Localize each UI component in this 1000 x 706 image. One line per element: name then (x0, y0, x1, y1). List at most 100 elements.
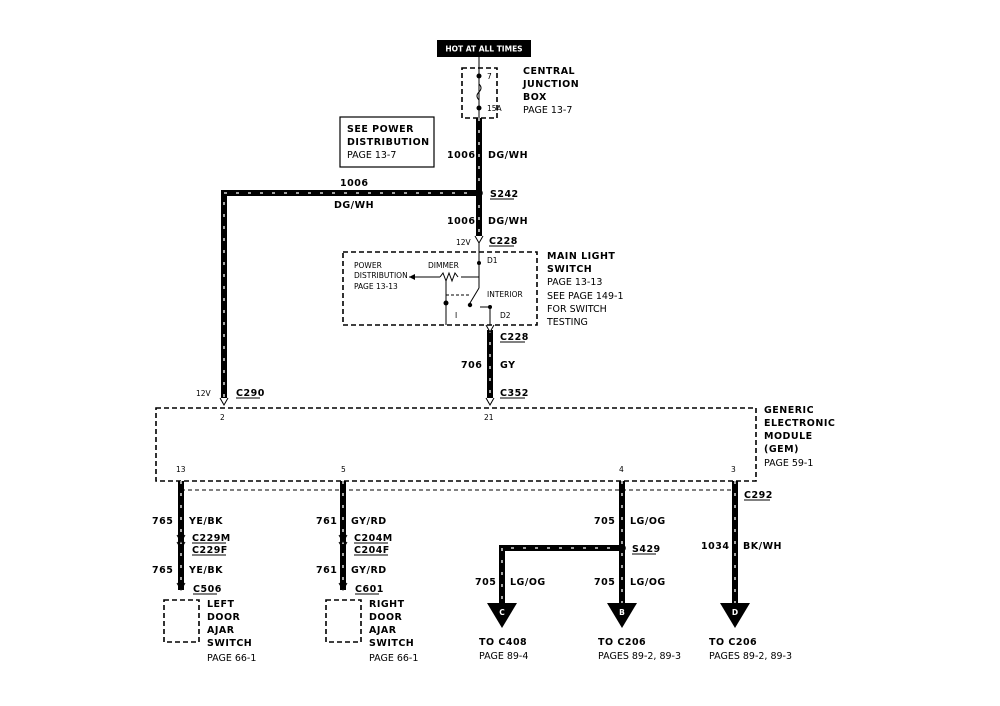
connector-c229m: C229M (192, 533, 231, 544)
left-door-title-3: AJAR (207, 625, 235, 636)
gem-title-3: MODULE (764, 431, 813, 442)
destination-c-to: TO C408 (479, 637, 527, 648)
wire-761a-number: 761 (316, 516, 337, 527)
gem-title-2: ELECTRONIC (764, 418, 835, 429)
cjb-title-3: BOX (523, 92, 547, 103)
cjb-page: PAGE 13-7 (523, 105, 572, 116)
connector-c228-bottom: C228 (500, 332, 529, 343)
destination-d-page: PAGES 89-2, 89-3 (709, 651, 792, 662)
wire-706-color: GY (500, 360, 515, 371)
mls-title-1: MAIN LIGHT (547, 251, 615, 262)
destination-d-to: TO C206 (709, 637, 757, 648)
mls-i: I (455, 311, 457, 320)
left-door-title-2: DOOR (207, 612, 241, 623)
wire-705b-number: 705 (594, 577, 615, 588)
wire-1006-left (221, 190, 479, 398)
destination-b-to: TO C206 (598, 637, 646, 648)
destination-c-letter: C (499, 608, 505, 617)
connector-c352: C352 (500, 388, 529, 399)
mls-dimmer: DIMMER (428, 261, 459, 270)
cjb-title-1: CENTRAL (523, 66, 575, 77)
gem-pin-2: 2 (220, 413, 225, 422)
wire-1006-left-color: DG/WH (334, 200, 374, 211)
wire-765a-number: 765 (152, 516, 173, 527)
pd-box-line-2: DISTRIBUTION (347, 137, 430, 148)
wire-1006-lower-color: DG/WH (488, 216, 528, 227)
mls-d2: D2 (500, 311, 511, 320)
mls-see-2: FOR SWITCH (547, 304, 607, 315)
wire-1006-left-number: 1006 (340, 178, 368, 189)
gem-pin-3: 3 (731, 465, 736, 474)
mls-pd-1: POWER (354, 261, 382, 270)
splice-s429-label: S429 (632, 544, 661, 555)
wire-765b-number: 765 (152, 565, 173, 576)
connector-c204f: C204F (354, 545, 390, 556)
left-door-title-1: LEFT (207, 599, 235, 610)
left-door-ajar-switch-box (163, 599, 200, 643)
wire-705a-color: LG/OG (630, 516, 666, 527)
destination-d-letter: D (732, 608, 738, 617)
wire-705c-number: 705 (475, 577, 496, 588)
mls-see-1: SEE PAGE 149-1 (547, 291, 624, 302)
wire-706-number: 706 (461, 360, 482, 371)
wire-761a-color: GY/RD (351, 516, 387, 527)
destination-c-arrow: C (487, 603, 517, 628)
mls-title-2: SWITCH (547, 264, 592, 275)
mls-interior: INTERIOR (487, 290, 523, 299)
connector-c290: C290 (236, 388, 265, 399)
wire-1034-color: BK/WH (743, 541, 782, 552)
fuse-icon (476, 83, 482, 101)
gem-pin-5: 5 (341, 465, 346, 474)
connector-c506: C506 (193, 584, 222, 595)
wire-705c-color: LG/OG (510, 577, 546, 588)
pd-box-line-1: SEE POWER (347, 124, 414, 135)
hot-at-all-times-label: HOT AT ALL TIMES (437, 40, 531, 57)
gem-pin-21: 21 (484, 413, 494, 422)
destination-b-arrow: B (607, 603, 637, 628)
central-junction-box: 7 15A (461, 67, 503, 119)
gem-title-1: GENERIC (764, 405, 814, 416)
resistor-icon (439, 271, 459, 283)
right-door-title-3: AJAR (369, 625, 397, 636)
connector-c204m: C204M (354, 533, 393, 544)
connector-c601: C601 (355, 584, 384, 595)
splice-s242-dot (475, 189, 483, 197)
hot-label-text: HOT AT ALL TIMES (445, 45, 522, 54)
mls-d1: D1 (487, 256, 498, 265)
fuse-amperage: 15A (487, 104, 503, 113)
fuse-number: 7 (487, 72, 492, 81)
mls-pd-3: PAGE 13-13 (354, 282, 398, 291)
voltage-12v-main: 12V (456, 238, 472, 247)
wire-705b-color: LG/OG (630, 577, 666, 588)
destination-c-page: PAGE 89-4 (479, 651, 528, 662)
switch-contact-icon (469, 287, 480, 304)
wire-761b-color: GY/RD (351, 565, 387, 576)
right-door-title-1: RIGHT (369, 599, 405, 610)
mls-page: PAGE 13-13 (547, 277, 602, 288)
wire-1006-top-number: 1006 (447, 150, 475, 161)
right-door-title-4: SWITCH (369, 638, 414, 649)
left-door-page: PAGE 66-1 (207, 653, 256, 664)
connector-c228-top: C228 (489, 236, 518, 247)
mls-pd-2: DISTRIBUTION (354, 271, 408, 280)
pd-box-page: PAGE 13-7 (347, 150, 396, 161)
right-door-title-2: DOOR (369, 612, 403, 623)
right-door-ajar-switch-box (325, 599, 362, 643)
mls-see-3: TESTING (546, 317, 588, 328)
arrow-left-icon (409, 274, 415, 280)
voltage-12v-gem: 12V (196, 389, 212, 398)
main-light-switch: POWER DISTRIBUTION PAGE 13-13 DIMMER D1 … (342, 251, 538, 326)
destination-b-letter: B (619, 608, 625, 617)
connector-c292: C292 (744, 490, 773, 501)
splice-s429-dot (618, 544, 626, 552)
gem-title-4: (GEM) (764, 444, 799, 455)
wire-705 (499, 481, 625, 603)
wire-1034-number: 1034 (701, 541, 729, 552)
wire-765a-color: YE/BK (188, 516, 223, 527)
wire-765b-color: YE/BK (188, 565, 223, 576)
wire-705a-number: 705 (594, 516, 615, 527)
right-door-page: PAGE 66-1 (369, 653, 418, 664)
destination-b-page: PAGES 89-2, 89-3 (598, 651, 681, 662)
gem-page: PAGE 59-1 (764, 458, 813, 469)
